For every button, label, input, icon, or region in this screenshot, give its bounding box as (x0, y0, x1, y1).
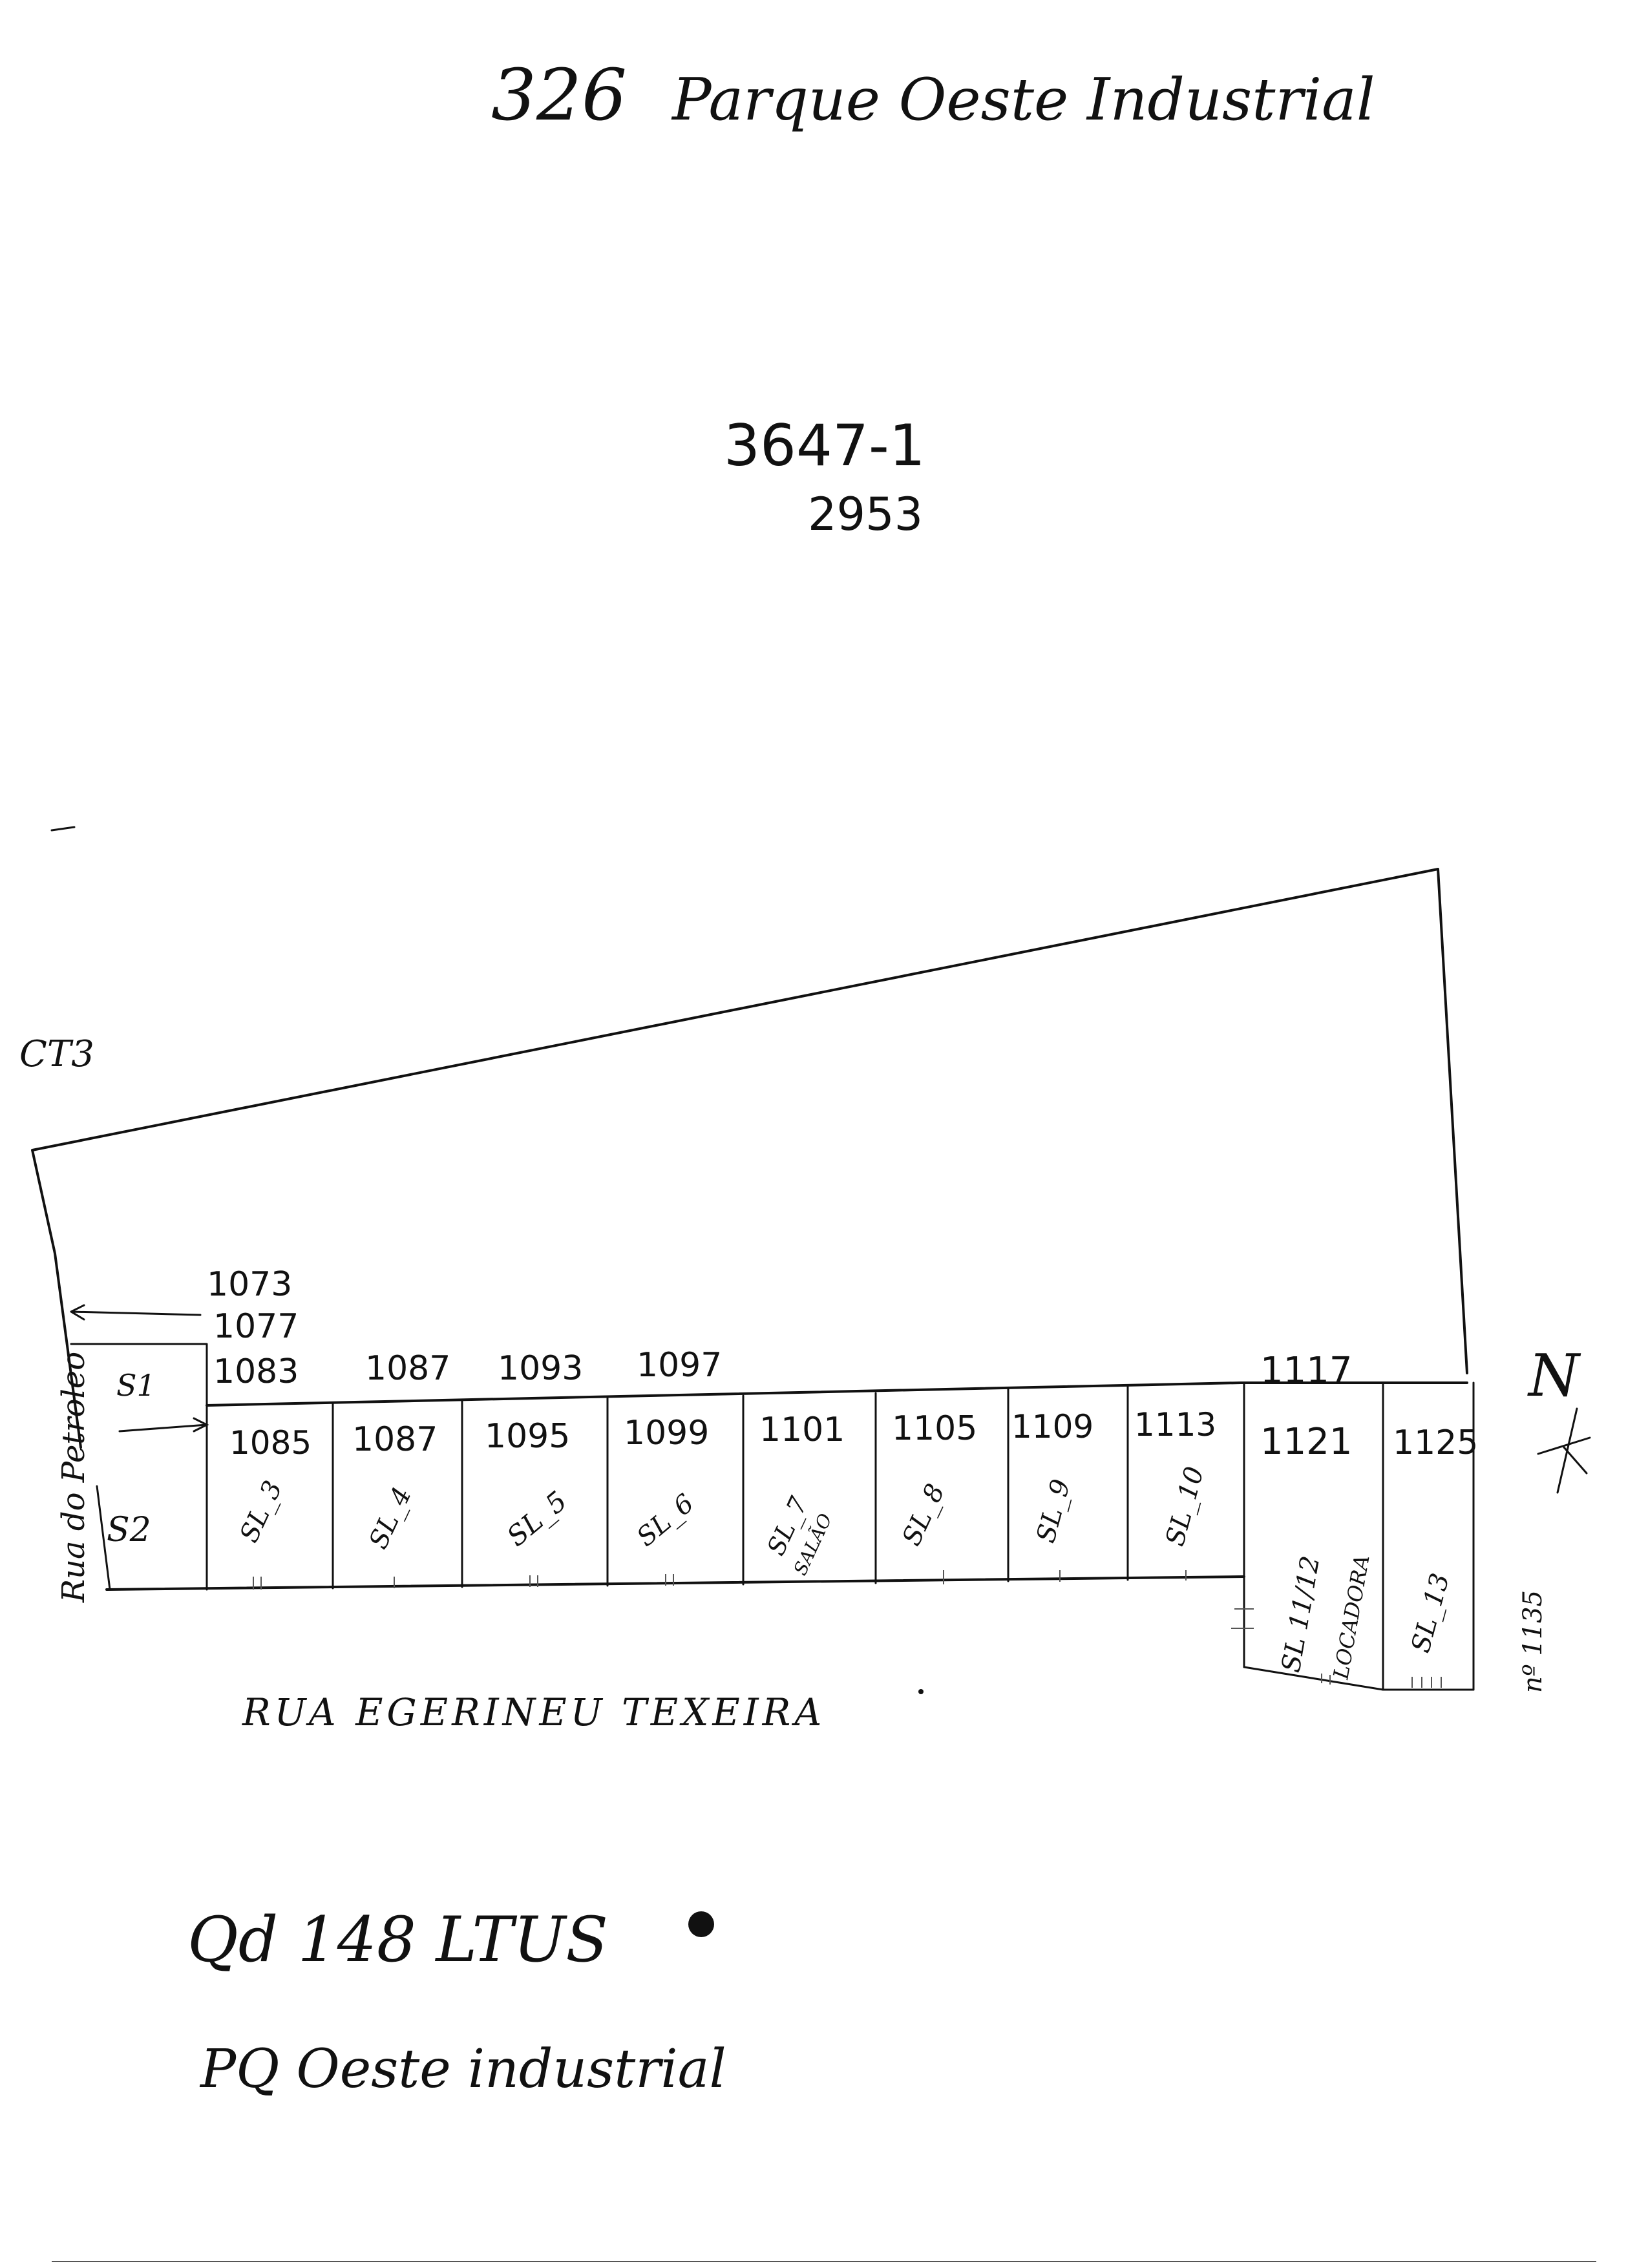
number-1073: 1073 (207, 1265, 292, 1304)
row-number-1121: 1121 (1260, 1421, 1353, 1463)
back-line (206, 1381, 1468, 1407)
row-number-1105: 1105 (892, 1409, 977, 1448)
unit-sl8: SL_8 (896, 1480, 951, 1551)
number-1117: 1117 (1260, 1350, 1353, 1392)
row-number-1125: 1125 (1393, 1423, 1478, 1462)
unit-sl5: SL_5 (501, 1485, 573, 1553)
unit-sl10: SL_10 (1160, 1464, 1210, 1549)
s1-boundary (70, 1343, 208, 1591)
number-1097: 1097 (637, 1346, 722, 1385)
number-1083: 1083 (213, 1352, 299, 1391)
footer-line-2: PQ Oeste industrial (199, 2039, 726, 2100)
lot-boundary (31, 868, 1468, 1449)
street-dot (918, 1689, 924, 1694)
unit-s2: S2 (107, 1511, 151, 1549)
unit-s1: S1 (116, 1368, 156, 1403)
s2-arrow (118, 1417, 209, 1433)
unit-dividers (332, 1381, 1475, 1691)
row-number-1095: 1095 (485, 1417, 570, 1456)
row-number-1109: 1109 (1011, 1408, 1093, 1445)
north-label: N (1527, 1342, 1581, 1410)
s1-arrow (70, 1304, 202, 1321)
unit-sl13: SL_13 (1406, 1570, 1455, 1656)
row-number-1101: 1101 (759, 1411, 845, 1449)
unit-sl4: SL_4 (363, 1483, 417, 1554)
header-code: 326 (491, 54, 627, 136)
frontage-ticks (253, 1570, 1442, 1688)
footer-bullet (688, 1911, 714, 1937)
row-number-1113: 1113 (1134, 1406, 1216, 1444)
north-arrow-icon (1537, 1407, 1591, 1494)
stray-mark (50, 826, 76, 832)
unit-sl11: SL 11/12 (1276, 1554, 1326, 1675)
left-street-label: Rua do Petroleo (56, 1352, 92, 1603)
unit-sl11-note: LOCADORA (1328, 1553, 1374, 1682)
header-title: Parque Oeste Industrial (671, 66, 1375, 134)
front-line (105, 1575, 1245, 1591)
row-number-1085: 1085 (229, 1424, 312, 1462)
row-number-1099: 1099 (624, 1414, 709, 1453)
reference-line-2: 2953 (808, 488, 923, 541)
ct-label: CT3 (19, 1033, 94, 1075)
end-number: nº 1135 (1518, 1590, 1548, 1693)
reference-line-1: 3647-1 (724, 412, 925, 479)
number-1087: 1087 (365, 1349, 450, 1388)
bottom-street-label: RUA EGERINEU TEXEIRA (242, 1690, 825, 1734)
number-1077: 1077 (213, 1307, 299, 1346)
row-number-1087: 1087 (352, 1420, 438, 1459)
unit-sl6: SL_6 (631, 1489, 700, 1553)
footer-line-1: Qd 148 LTUS (187, 1904, 608, 1976)
unit-sl9: SL_9 (1031, 1476, 1076, 1546)
number-1093: 1093 (498, 1349, 583, 1388)
unit-sl3: SL_3 (234, 1476, 288, 1548)
